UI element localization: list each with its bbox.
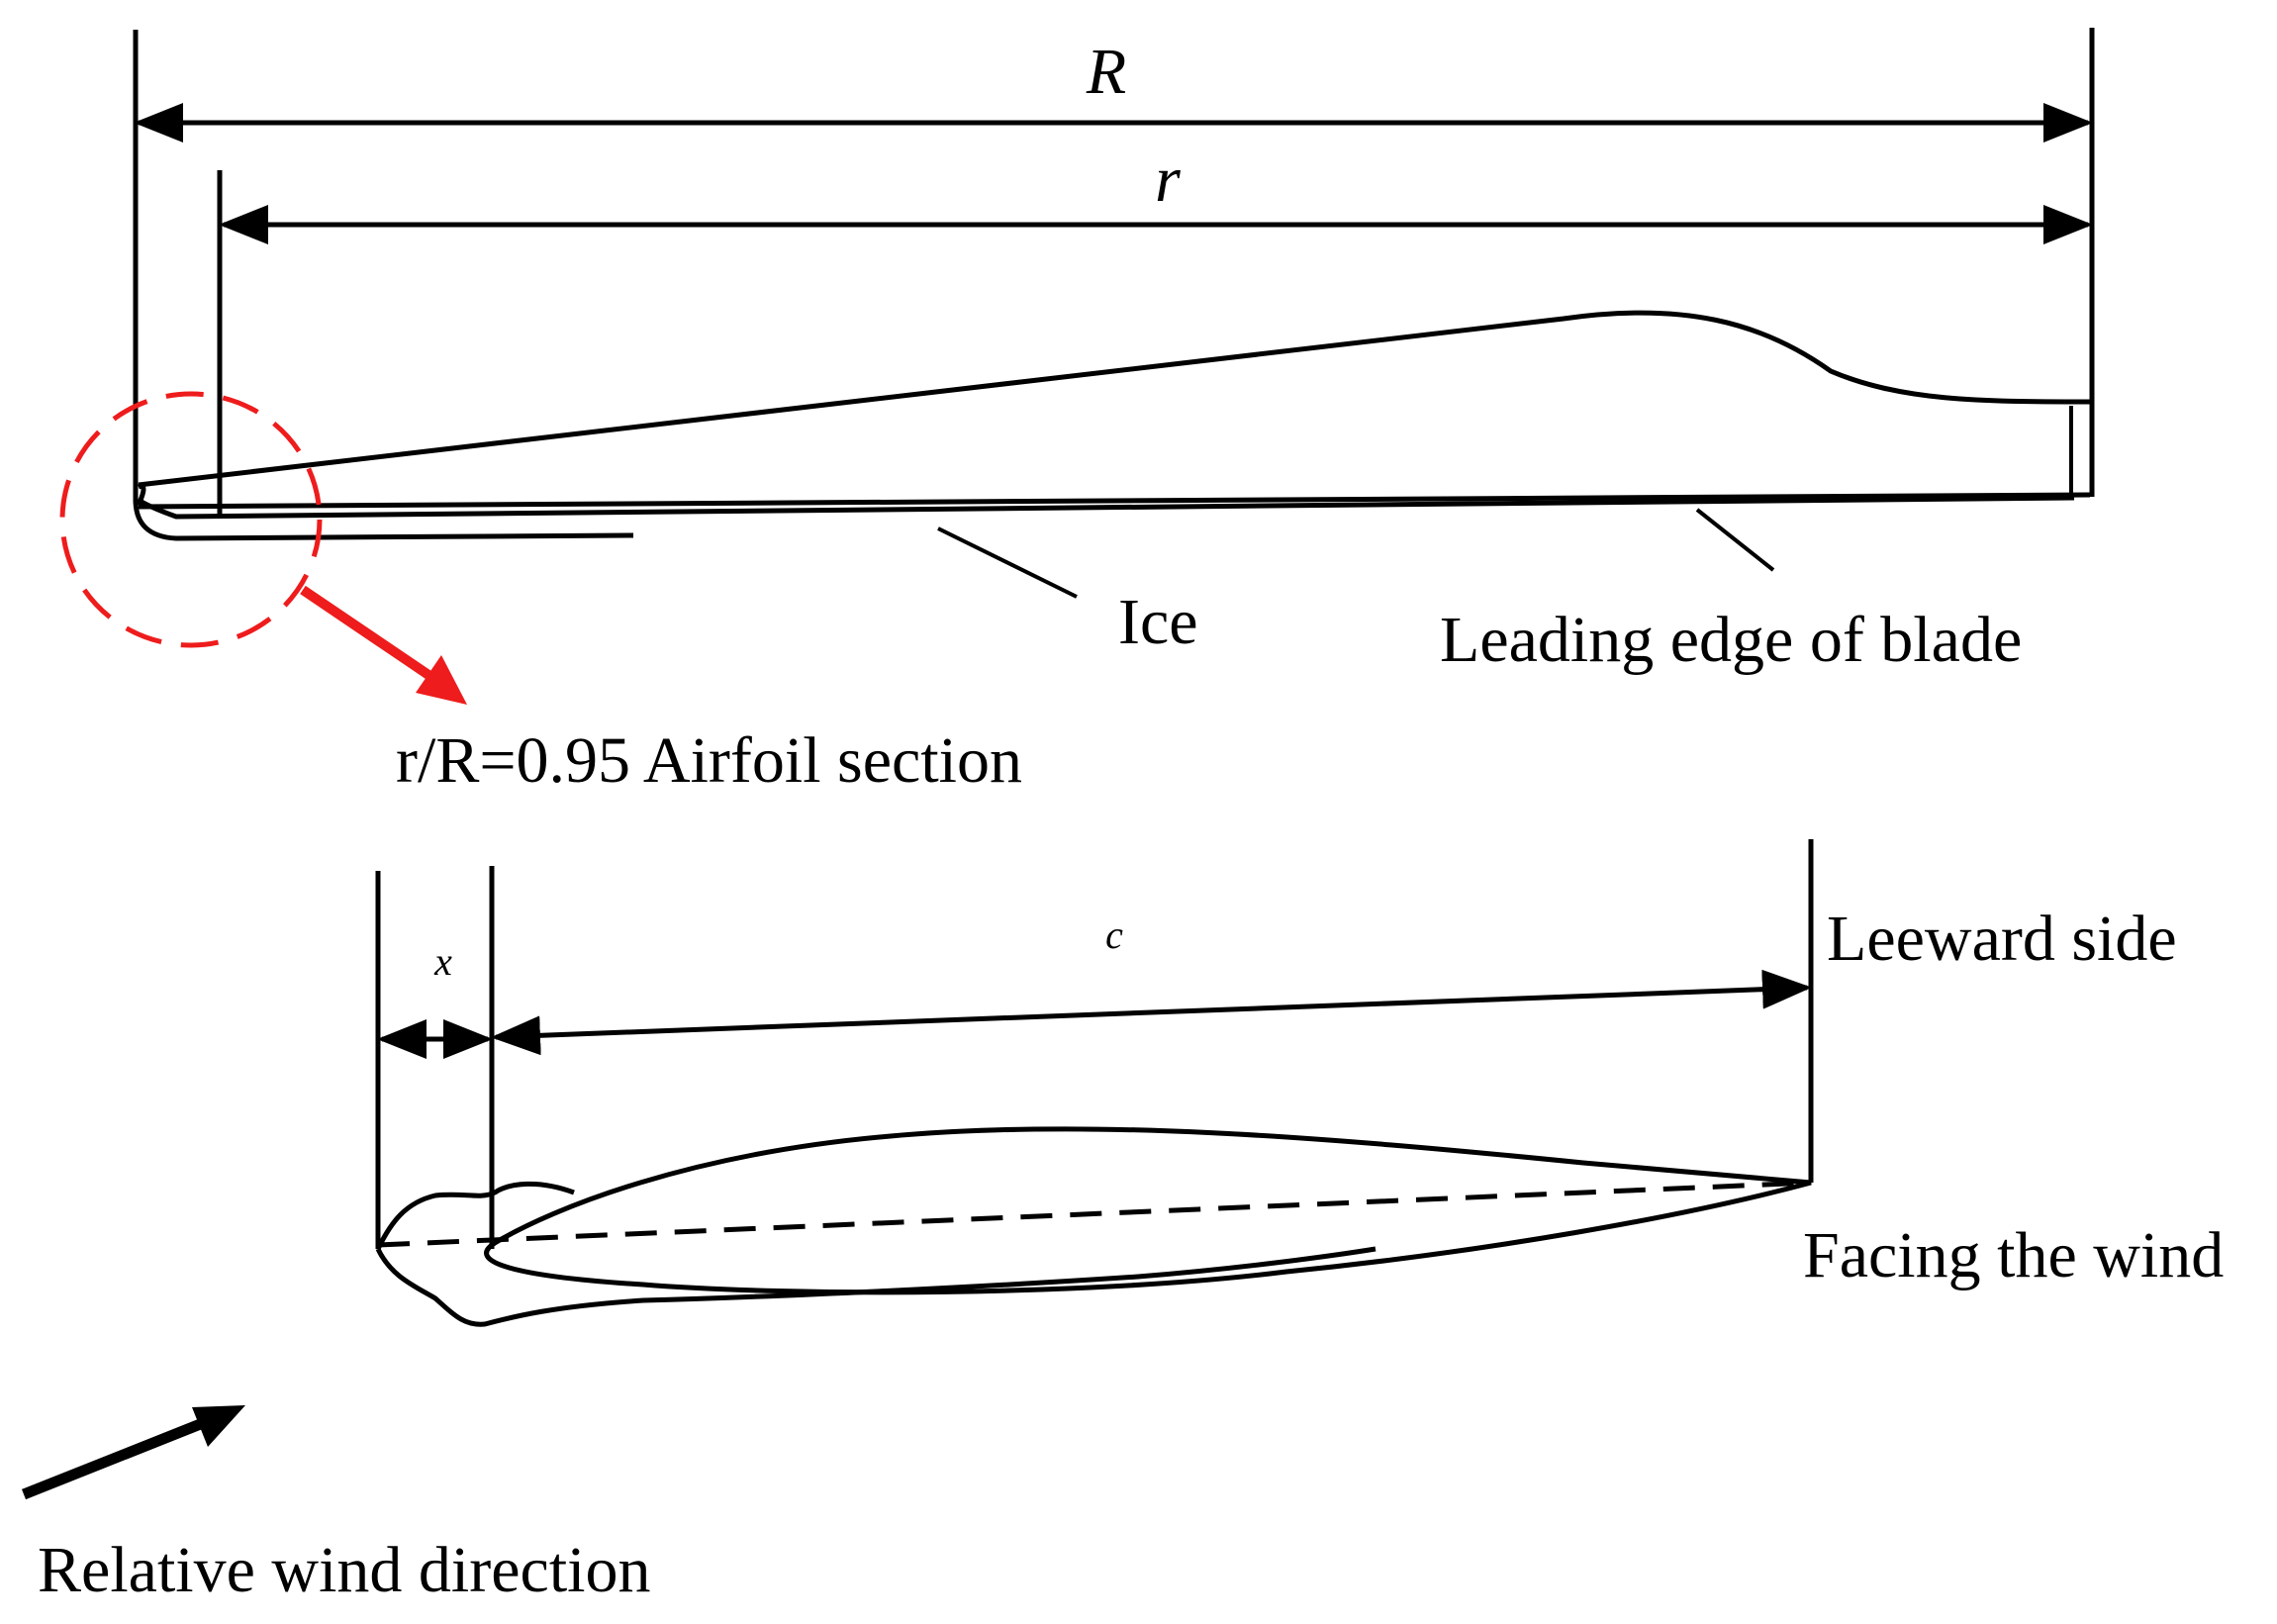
wind-arrow-shaft [21,1415,211,1500]
highlight-arrow-shaft [300,585,434,682]
leading-edge-leader-line [1695,508,1775,572]
chord-line [377,1180,1812,1248]
dimension-R-label: R [1086,36,1126,108]
dimension-x-label: x [433,939,452,984]
airfoil-outline [484,1126,1812,1295]
dimension-c-label: c [1105,912,1123,957]
highlight-circle [59,391,323,648]
ice-leader-line [937,526,1078,599]
blade-leading-edge-line [138,492,2091,510]
facing-wind-label: Facing the wind [1803,1219,2224,1291]
airfoil-section-label: r/R=0.95 Airfoil section [396,724,1022,797]
relative-wind-label: Relative wind direction [38,1534,651,1606]
ice-label: Ice [1118,586,1198,658]
ice-accretion-outline [375,1181,1376,1327]
dimension-r-label: r [1155,143,1181,216]
leading-edge-label: Leading edge of blade [1440,604,2022,676]
airfoil-section-view: x c Leeward side Facing the wind [375,839,2224,1327]
highlight-arrow-head [416,655,467,705]
blade-outline-upper [138,310,2091,488]
leeward-side-label: Leeward side [1827,903,2177,975]
wind-arrow-head [192,1405,245,1447]
dimension-c-arrow [491,969,1812,1056]
blade-root-line [133,30,634,541]
relative-wind-indicator: Relative wind direction [21,1405,651,1606]
blade-top-view: R r Ice Leading edge of blade r/R=0.95 A… [59,28,2095,797]
root-curl [136,483,146,507]
